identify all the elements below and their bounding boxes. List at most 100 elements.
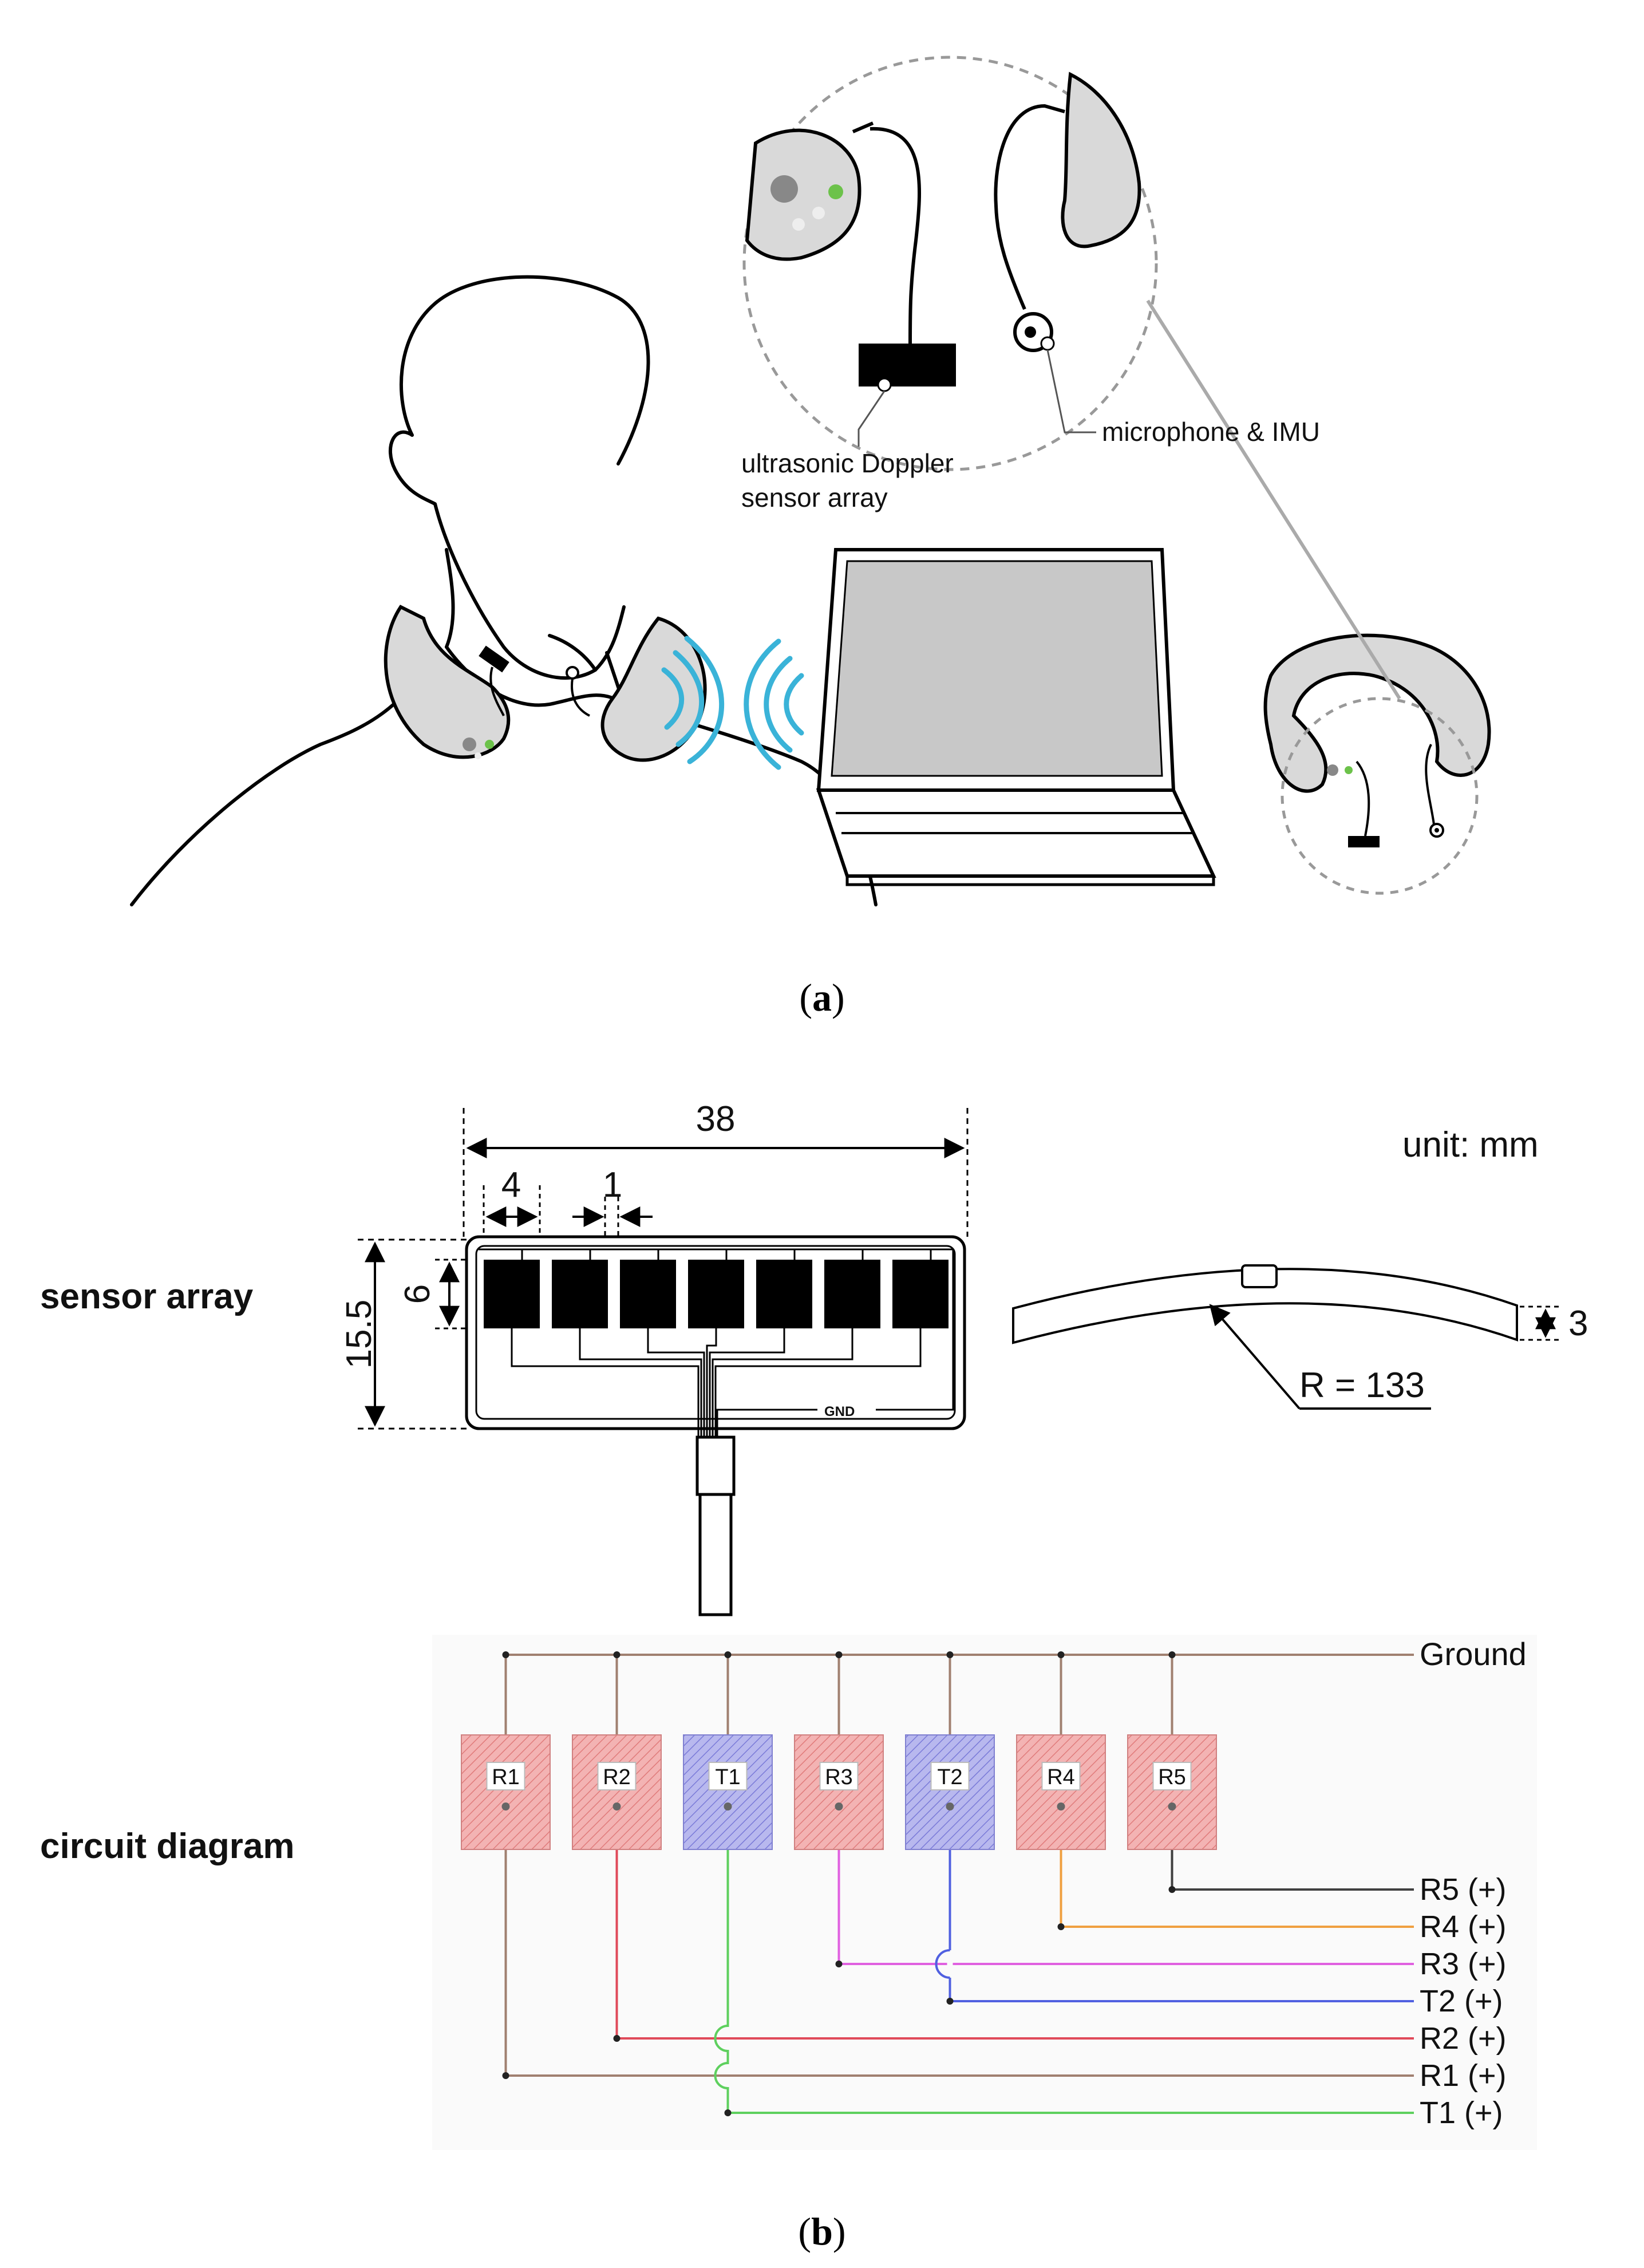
dimension-gap-value: 1 xyxy=(603,1165,622,1205)
signal-node xyxy=(1168,1886,1176,1893)
circuit-element-label-bg xyxy=(1152,1762,1192,1790)
ground-node xyxy=(724,1651,732,1658)
head-outline xyxy=(389,275,650,680)
detail-circle-small xyxy=(1281,697,1479,895)
circuit-element-t1 xyxy=(683,1734,773,1850)
circuit-terminal xyxy=(1168,1802,1176,1811)
detail-connector xyxy=(1146,299,1401,700)
circuit-element-label: R5 xyxy=(1158,1765,1186,1789)
sensor-elements xyxy=(484,1260,949,1328)
neckband-device xyxy=(1263,633,1491,895)
wire-crossing-gap xyxy=(947,1950,953,1978)
circuit-terminal xyxy=(835,1802,843,1811)
sensor-array-drawing: sensor array unit: mm 38 4 1 15.5 6 xyxy=(40,1099,1588,1616)
sensor-trace xyxy=(579,1328,702,1437)
sensor-trace xyxy=(647,1328,705,1437)
detail-circle-large xyxy=(742,56,1158,471)
output-label: R4 (+) xyxy=(1420,1910,1507,1944)
circuit-element-label: R1 xyxy=(492,1765,520,1789)
circuit-element-r4 xyxy=(1016,1734,1106,1850)
person-illustration xyxy=(130,275,878,906)
circuit-element-label-bg xyxy=(597,1762,637,1790)
signal-node xyxy=(613,2035,621,2042)
wireless-waves-person xyxy=(661,636,725,764)
signal-node xyxy=(724,2109,732,2116)
dimension-board-height-value: 15.5 xyxy=(339,1300,379,1369)
circuit-terminal xyxy=(501,1802,510,1811)
dimension-thickness-value: 3 xyxy=(1568,1304,1588,1343)
dimension-element-height-value: 6 xyxy=(398,1284,437,1304)
curved-side-view xyxy=(1012,1268,1518,1344)
signal-wire-t1 xyxy=(714,1806,1414,2114)
caption-b: (b) xyxy=(798,2210,845,2253)
sensor-trace xyxy=(706,1328,717,1437)
chin-jaw xyxy=(548,634,597,672)
sensor-cable xyxy=(698,1493,733,1616)
wire-crossing-hop xyxy=(935,1949,950,1979)
radius-leader xyxy=(1209,1304,1301,1410)
sensor-trace xyxy=(712,1328,853,1437)
circuit-element-r1 xyxy=(461,1734,551,1850)
sensor-element xyxy=(620,1260,676,1328)
doppler-sensor-block xyxy=(859,344,956,386)
ground-node xyxy=(946,1651,954,1658)
ground-node xyxy=(613,1651,621,1658)
magnified-detail xyxy=(742,56,1401,700)
caption-a: (a) xyxy=(799,976,844,1019)
laptop-screen xyxy=(831,560,1163,777)
circuit-element-label-bg xyxy=(819,1762,859,1790)
laptop-illustration xyxy=(816,548,1216,886)
sensor-element xyxy=(756,1260,812,1328)
circuit-terminal xyxy=(1057,1802,1065,1811)
output-label: R2 (+) xyxy=(1420,2021,1507,2056)
circuit-element-label-bg xyxy=(1041,1762,1081,1790)
circuit-element-label-bg xyxy=(930,1762,970,1790)
sensor-trace xyxy=(511,1328,700,1437)
circuit-element-r3 xyxy=(794,1734,884,1850)
dimension-radius-value: R = 133 xyxy=(1299,1366,1425,1405)
mic-imu-callout: microphone & IMU xyxy=(1102,417,1320,447)
ground-node xyxy=(1168,1651,1176,1658)
output-label: T2 (+) xyxy=(1420,1984,1503,2018)
shoulders xyxy=(130,651,878,906)
dimension-element-width-value: 4 xyxy=(501,1165,521,1205)
circuit-terminal xyxy=(724,1802,732,1811)
circuit-element-label: R3 xyxy=(825,1765,853,1789)
sensor-element xyxy=(824,1260,880,1328)
sensor-element xyxy=(688,1260,744,1328)
signal-node xyxy=(946,1998,954,2005)
sensor-element xyxy=(552,1260,608,1328)
dimension-width-value: 38 xyxy=(696,1099,736,1139)
output-label: R1 (+) xyxy=(1420,2058,1507,2093)
circuit-element-t2 xyxy=(905,1734,995,1850)
circuit-element-r2 xyxy=(572,1734,662,1850)
output-label: R3 (+) xyxy=(1420,1947,1507,1981)
signal-node xyxy=(1057,1923,1065,1930)
ground-node xyxy=(502,1651,509,1658)
panel-a-illustration: ultrasonic Doppler sensor array micropho… xyxy=(130,56,1491,906)
sensor-traces xyxy=(479,1248,954,1437)
doppler-leader xyxy=(857,391,886,447)
ground-node xyxy=(1057,1651,1065,1658)
circuit-element-label: R4 xyxy=(1047,1765,1075,1789)
row-label-circuit-diagram: circuit diagram xyxy=(40,1827,294,1866)
wireless-waves-laptop xyxy=(744,638,804,770)
sensor-element xyxy=(892,1260,949,1328)
output-label: R5 (+) xyxy=(1420,1872,1507,1907)
gnd-label: GND xyxy=(824,1404,855,1419)
output-label: T1 (+) xyxy=(1420,2096,1503,2130)
mic-leader xyxy=(1046,349,1096,433)
circuit-element-label-bg xyxy=(708,1762,748,1790)
sensor-ground-trace xyxy=(479,1248,954,1437)
signal-node xyxy=(835,1961,843,1967)
circuit-terminal xyxy=(946,1802,954,1811)
ground-label: Ground xyxy=(1420,1636,1527,1672)
circuit-output-labels: R5 (+)R4 (+)R3 (+)T2 (+)R2 (+)R1 (+)T1 (… xyxy=(1420,1872,1507,2130)
sensor-trace xyxy=(714,1328,922,1437)
sensor-cable-connector xyxy=(695,1435,736,1496)
neckband-on-person xyxy=(384,605,707,762)
circuit-element-label-bg xyxy=(486,1762,525,1790)
circuit-terminal xyxy=(612,1802,621,1811)
doppler-callout-line2: sensor array xyxy=(741,483,888,512)
